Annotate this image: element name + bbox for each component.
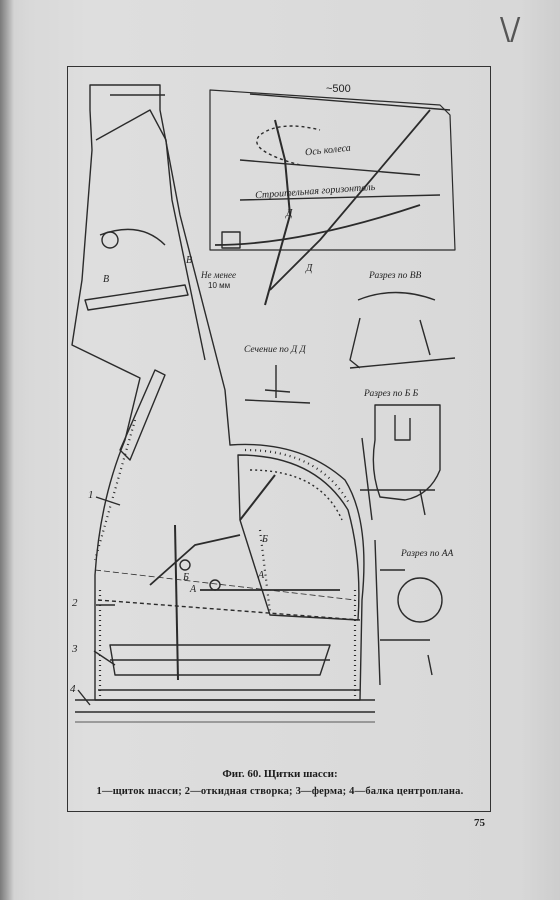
shield-outline [71, 84, 365, 701]
section-aa [374, 539, 430, 686]
section-bb-label: Разрез по Б Б [364, 389, 419, 399]
callout-1: 1 [88, 489, 94, 501]
section-bb [360, 404, 441, 521]
figure-frame [67, 66, 491, 812]
min-gap-label-line2: 10 мм [208, 281, 231, 290]
figure-caption-title: Фиг. 60. Щитки шасси: [222, 768, 338, 780]
marker-b-right: Б [262, 534, 268, 545]
axis-detail [209, 89, 456, 251]
marker-b-left: Б [183, 572, 189, 583]
dimension-label: ~500 [326, 83, 351, 95]
figure-caption-legend: 1—щиток шасси; 2—откидная створка; 3—фер… [96, 786, 464, 797]
page-number: 75 [474, 817, 485, 829]
section-dd [244, 365, 311, 404]
callout-4: 4 [70, 683, 76, 695]
section-vv-label: Разрез по ВВ [369, 271, 422, 281]
callout-3: 3 [72, 643, 78, 655]
pencil-mark: \/ [500, 12, 521, 47]
truss [109, 644, 331, 676]
section-dd-label: Сечение по Д Д [244, 345, 306, 355]
marker-a-left: А [190, 584, 197, 595]
marker-v-right: В [186, 255, 193, 266]
flap-outline [237, 454, 360, 621]
marker-v-left: В [103, 274, 110, 285]
marker-d-lower: Д [306, 263, 313, 274]
marker-a-right: А [258, 570, 265, 581]
marker-d-upper: Д [286, 208, 293, 219]
section-aa-label: Разрез по АА [401, 549, 454, 559]
spine-shadow [0, 0, 14, 900]
callout-2: 2 [72, 597, 78, 609]
section-vv [349, 291, 456, 369]
min-gap-label-line1: Не менее [201, 270, 236, 280]
